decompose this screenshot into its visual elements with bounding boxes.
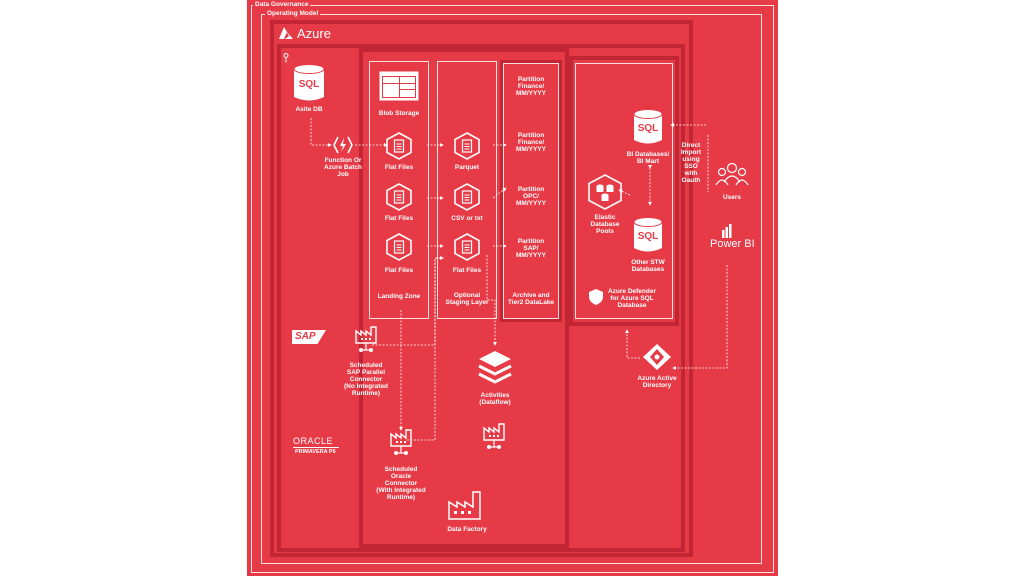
bi-databases-label: BI Databases/ BI Mart xyxy=(626,151,670,165)
bi-sql-badge: SQL xyxy=(637,123,659,134)
partition-sap: Partition SAP/ MM/YYYY xyxy=(516,238,546,259)
landing-flat-files-3-label: Flat Files xyxy=(384,267,414,274)
azure-logo-icon xyxy=(279,27,293,39)
data-governance-frame xyxy=(251,5,774,573)
dataflow-connector-icon xyxy=(483,423,505,449)
operating-model-frame xyxy=(261,14,762,564)
landing-zone-frame xyxy=(359,48,569,548)
landing-flat-files-3-icon xyxy=(386,233,412,261)
stw-sql-badge: SQL xyxy=(637,231,659,242)
azure-title: Azure xyxy=(297,26,331,41)
database-frame xyxy=(569,56,679,326)
powerbi-icon xyxy=(722,224,732,238)
oracle-connector-label: Scheduled Oracle Connector (With Integra… xyxy=(376,466,426,501)
elastic-pools-label: Elastic Database Pools xyxy=(590,214,620,235)
azure-ad-icon xyxy=(643,344,671,370)
stw-database-icon xyxy=(633,217,663,252)
data-factory-label: Data Factory xyxy=(447,526,487,533)
partition-opc: Partition OPC/ MM/YYYY xyxy=(516,186,546,207)
powerbi-label: Power BI xyxy=(710,238,755,250)
landing-flat-files-1-label: Flat Files xyxy=(384,164,414,171)
data-governance-label: Data Governance xyxy=(253,1,311,9)
users-icon xyxy=(715,162,749,186)
asite-db-icon xyxy=(293,64,325,101)
sap-connector-label: Scheduled SAP Parallel Connector (No Int… xyxy=(343,362,389,397)
activities-label: Activities (Dataflow) xyxy=(479,392,511,406)
azure-ad-label: Azure Active Directory xyxy=(637,375,677,389)
sap-logo: SAP xyxy=(292,330,326,344)
data-factory-icon xyxy=(448,491,481,520)
staging-flat-files-icon xyxy=(454,233,480,261)
function-icon xyxy=(333,136,353,154)
key-icon xyxy=(283,53,289,63)
staging-flat-files-label: Flat Files xyxy=(452,267,482,274)
stw-databases-label: Other STW Databases xyxy=(631,259,665,273)
users-label: Users xyxy=(722,194,742,201)
function-label: Function Or Azure Batch Job xyxy=(324,157,362,178)
bi-database-icon xyxy=(633,109,663,144)
direct-import-label: Direct Import using SSO with Oauth xyxy=(680,142,702,184)
oracle-primavera-label: PRIMAVERA P6 xyxy=(295,449,336,455)
blob-storage-label: Blob Storage xyxy=(378,110,420,117)
oracle-logo-underline xyxy=(293,447,339,448)
csv-txt-label: CSV or txt xyxy=(451,215,483,222)
activities-layers-icon xyxy=(478,351,512,384)
shield-icon xyxy=(589,289,603,305)
landing-zone-label: Landing Zone xyxy=(377,293,421,300)
diagram-canvas: Data Governance Operating Model Azure xyxy=(247,0,778,576)
sap-logo-text: SAP xyxy=(295,331,316,342)
landing-flat-files-2-label: Flat Files xyxy=(384,215,414,222)
asite-db-sql-badge: SQL xyxy=(298,79,320,90)
azure-defender-label: Azure Defender for Azure SQL Database xyxy=(607,288,657,309)
parquet-label: Parquet xyxy=(454,164,480,171)
archive-label: Archive and Tier2 DataLake xyxy=(507,292,555,306)
landing-flat-files-1-icon xyxy=(386,132,412,160)
blob-storage-icon xyxy=(379,71,419,101)
landing-flat-files-2-icon xyxy=(386,183,412,211)
oracle-connector-icon xyxy=(390,429,412,455)
staging-layer-label: Optional Staging Layer xyxy=(445,292,489,306)
oracle-logo: ORACLE xyxy=(293,436,334,446)
csv-txt-icon xyxy=(454,183,480,211)
sap-connector-icon xyxy=(355,326,377,352)
database-box xyxy=(575,63,673,319)
asite-db-label: Asite DB xyxy=(295,106,323,113)
partition-finance-2: Partition Finance/ MM/YYYY xyxy=(516,132,546,153)
parquet-icon xyxy=(454,132,480,160)
partition-finance-1: Partition Finance/ MM/YYYY xyxy=(516,76,546,97)
operating-model-label: Operating Model xyxy=(265,10,321,18)
elastic-pools-icon xyxy=(588,174,622,210)
